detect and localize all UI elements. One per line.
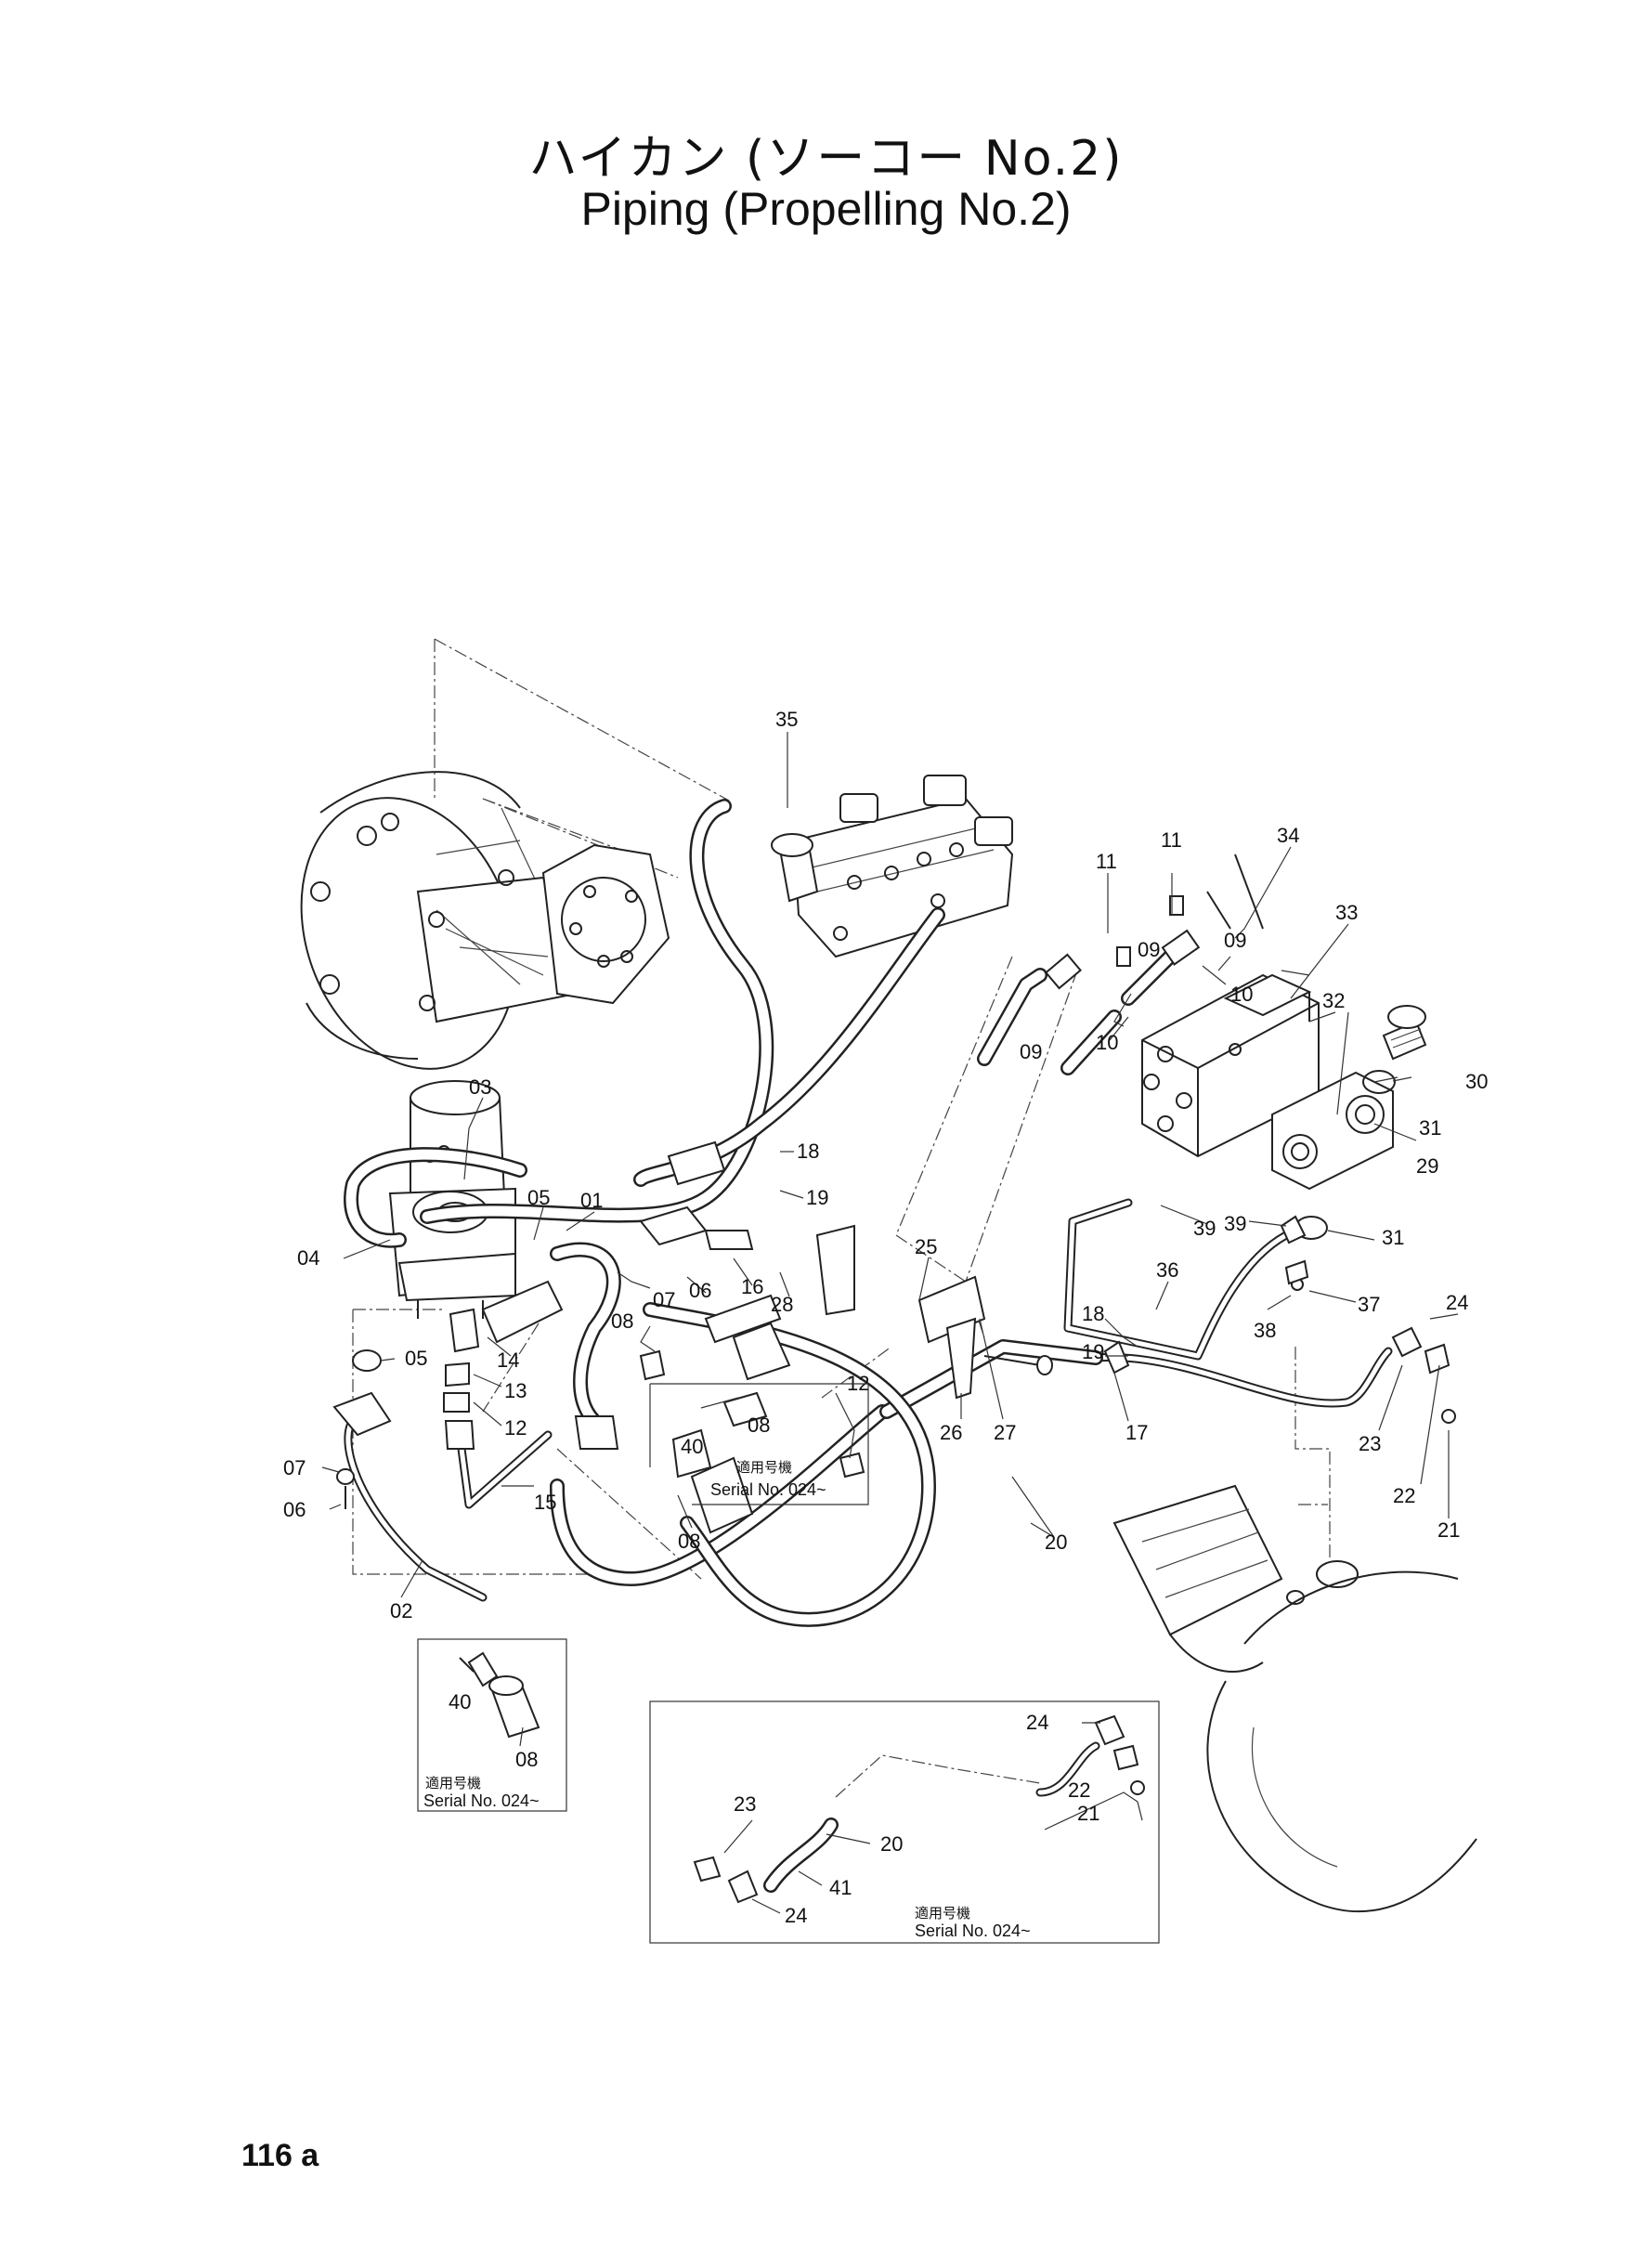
callout-34: 34 — [1277, 824, 1299, 847]
inset-bottom-callout-24-upper: 24 — [1026, 1711, 1048, 1734]
page-number: 116 a — [241, 2138, 319, 2173]
callout-31-upper: 31 — [1419, 1116, 1441, 1140]
callout-08-upper: 08 — [611, 1309, 633, 1333]
callout-36: 36 — [1156, 1258, 1178, 1282]
callout-26: 26 — [940, 1421, 962, 1444]
callout-03: 03 — [469, 1075, 491, 1099]
callout-05-lower: 05 — [405, 1347, 427, 1370]
callouts: 35 34 33 32 30 31 29 31 11 11 09 09 09 1… — [283, 708, 1488, 1622]
callout-35: 35 — [775, 708, 798, 731]
callout-40: 40 — [681, 1435, 703, 1458]
callout-09-mid: 09 — [1138, 938, 1160, 961]
callout-31-lower: 31 — [1382, 1226, 1404, 1249]
callout-39-left: 39 — [1193, 1217, 1216, 1240]
callout-20: 20 — [1045, 1531, 1067, 1554]
serial-note-ja: 適用号機 — [736, 1459, 792, 1476]
callout-17: 17 — [1125, 1421, 1148, 1444]
callout-07-upper: 07 — [653, 1288, 675, 1311]
serial-note-en: Serial No. 024~ — [710, 1480, 826, 1499]
inset-box-bottom: 24 22 21 23 20 41 24 適用号機 Serial No. 024… — [649, 1700, 1160, 1944]
inset-left-callout-40: 40 — [449, 1690, 471, 1713]
inset-bottom-callout-21: 21 — [1077, 1802, 1099, 1825]
callout-18-upper: 18 — [797, 1140, 819, 1163]
callout-37: 37 — [1358, 1293, 1380, 1316]
control-valve — [771, 775, 1014, 958]
callout-10-right: 10 — [1230, 983, 1253, 1006]
callout-18-lower: 18 — [1082, 1302, 1104, 1325]
track-drum-lower-right — [1112, 1484, 1477, 1913]
page-title-japanese: ハイカン (ソーコー No.2) — [528, 131, 1124, 187]
callout-06-upper: 06 — [689, 1279, 711, 1302]
plug-and-o-rings — [1294, 1005, 1427, 1240]
inset-box-left: 40 08 適用号機 Serial No. 024~ — [417, 1638, 567, 1812]
leader-lines — [321, 732, 1459, 1598]
page-title-english: Piping (Propelling No.2) — [580, 183, 1072, 235]
callout-23: 23 — [1359, 1432, 1381, 1455]
travel-motor-drum — [300, 771, 670, 1070]
callout-25: 25 — [915, 1235, 937, 1258]
inset-bottom-callout-23: 23 — [734, 1792, 756, 1816]
inset-left-callout-08: 08 — [515, 1748, 538, 1771]
adapters — [332, 1215, 1456, 1534]
callout-29: 29 — [1416, 1154, 1438, 1178]
inset-bottom-note-ja: 適用号機 — [915, 1905, 970, 1922]
callout-22: 22 — [1393, 1484, 1415, 1507]
callout-09-right: 09 — [1224, 929, 1246, 952]
callout-04: 04 — [297, 1246, 319, 1270]
callout-39-right: 39 — [1224, 1212, 1246, 1235]
callout-21: 21 — [1437, 1518, 1460, 1542]
callout-28: 28 — [771, 1293, 793, 1316]
callout-14: 14 — [497, 1348, 519, 1372]
inset-bottom-callout-22: 22 — [1068, 1778, 1090, 1802]
callout-01: 01 — [580, 1189, 603, 1212]
callout-12-left: 12 — [504, 1416, 527, 1440]
bracket — [1271, 1071, 1394, 1191]
callout-13: 13 — [504, 1379, 527, 1402]
clamps-and-fittings — [639, 1140, 1053, 1400]
callout-11-right: 11 — [1161, 828, 1182, 852]
callout-09-left: 09 — [1020, 1040, 1042, 1063]
inset-left-note-ja: 適用号機 — [425, 1775, 481, 1791]
callout-06-lower: 06 — [283, 1498, 306, 1521]
serial-note-main: 適用号機 Serial No. 024~ — [649, 1383, 869, 1505]
callout-11-left: 11 — [1096, 850, 1117, 873]
pilot-hoses — [977, 853, 1264, 1075]
inset-bottom-callout-41: 41 — [829, 1876, 852, 1899]
callout-08-middle: 08 — [748, 1414, 770, 1437]
inset-bottom-callout-20: 20 — [880, 1832, 903, 1856]
callout-38: 38 — [1254, 1319, 1276, 1342]
inset-left-note-en: Serial No. 024~ — [423, 1791, 540, 1810]
callout-10-left: 10 — [1096, 1031, 1118, 1054]
callout-02: 02 — [390, 1599, 412, 1622]
inset-bottom-callout-24-lower: 24 — [785, 1904, 807, 1927]
callout-24: 24 — [1446, 1291, 1468, 1314]
callout-07-lower: 07 — [283, 1456, 306, 1479]
callout-08-lower: 08 — [678, 1530, 700, 1553]
callout-16: 16 — [741, 1275, 763, 1298]
callout-15: 15 — [534, 1491, 556, 1514]
callout-19-lower: 19 — [1082, 1340, 1104, 1363]
callout-19-upper: 19 — [806, 1186, 828, 1209]
valve-block — [1141, 973, 1320, 1158]
callout-32: 32 — [1322, 989, 1345, 1012]
callout-33: 33 — [1335, 901, 1358, 924]
callout-27: 27 — [994, 1421, 1016, 1444]
hose-lines — [344, 799, 1393, 1627]
inset-bottom-note-en: Serial No. 024~ — [915, 1922, 1031, 1940]
callout-30: 30 — [1465, 1070, 1488, 1093]
callout-05-upper: 05 — [527, 1186, 550, 1209]
center-joint — [388, 1080, 516, 1319]
